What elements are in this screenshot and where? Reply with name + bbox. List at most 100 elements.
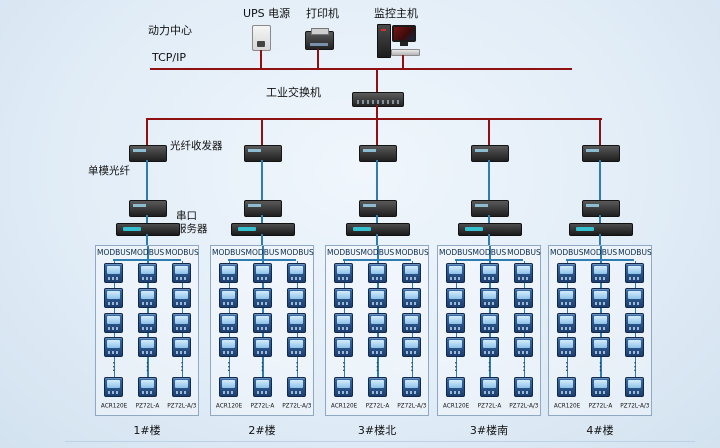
power-meter-icon bbox=[514, 262, 534, 283]
building-label: 1#楼 bbox=[133, 424, 161, 437]
power-meter-icon bbox=[104, 262, 124, 283]
power-meter-icon bbox=[625, 262, 645, 283]
power-meter-icon bbox=[172, 262, 192, 283]
ellipsis-icon: ⋮ bbox=[406, 360, 418, 374]
printer-label: 打印机 bbox=[306, 7, 339, 20]
bus-label: MODBUS bbox=[550, 248, 584, 257]
meter-column: MODBUS ⋮ PZ72L-A bbox=[246, 248, 280, 413]
power-meter-icon bbox=[557, 287, 577, 308]
meter-model-label: PZ72L-A/3 bbox=[397, 402, 427, 410]
meter-column: MODBUS ⋮ ACR120E bbox=[439, 248, 473, 413]
monitor-stand bbox=[400, 42, 408, 46]
serial-server-icon bbox=[458, 223, 522, 236]
meter-panel: MODBUS ⋮ ACR120E MODBUS ⋮ PZ72L-A MODBUS… bbox=[548, 245, 652, 416]
power-meter-icon bbox=[590, 312, 610, 333]
building-group-3: MODBUS ⋮ ACR120E MODBUS ⋮ PZ72L-A MODBUS… bbox=[325, 118, 429, 440]
bus-label: MODBUS bbox=[280, 248, 314, 257]
power-meter-icon bbox=[514, 287, 534, 308]
power-meter-icon bbox=[479, 377, 499, 398]
power-meter-icon bbox=[479, 337, 499, 358]
fiber-transceiver-icon bbox=[359, 145, 397, 162]
power-meter-icon bbox=[590, 377, 610, 398]
ellipsis-icon: ⋮ bbox=[518, 360, 530, 374]
connector-line bbox=[488, 215, 490, 223]
fiber-transceiver-icon bbox=[582, 145, 620, 162]
power-meter-icon bbox=[252, 287, 272, 308]
meter-column: MODBUS ⋮ PZ72L-A bbox=[584, 248, 618, 413]
power-meter-icon bbox=[287, 377, 307, 398]
ups-label: UPS 电源 bbox=[243, 7, 291, 20]
power-meter-icon bbox=[446, 377, 466, 398]
meter-column: MODBUS ⋮ ACR120E bbox=[212, 248, 246, 413]
power-meter-icon bbox=[590, 262, 610, 283]
meter-panel: MODBUS ⋮ ACR120E MODBUS ⋮ PZ72L-A MODBUS… bbox=[210, 245, 314, 416]
connector-line bbox=[146, 215, 148, 223]
bus-label: MODBUS bbox=[245, 248, 280, 257]
meter-model-label: PZ72L-A/3 bbox=[509, 402, 539, 410]
power-meter-icon bbox=[590, 337, 610, 358]
meter-model-label: PZ72L-A/3 bbox=[620, 402, 650, 410]
power-meter-icon bbox=[137, 337, 157, 358]
connector-line bbox=[599, 215, 601, 223]
power-meter-icon bbox=[625, 337, 645, 358]
connector-line bbox=[488, 234, 490, 245]
meter-column: MODBUS ⋮ PZ72L-A/3 bbox=[279, 248, 315, 413]
power-meter-icon bbox=[219, 262, 239, 283]
bus-label: MODBUS bbox=[165, 248, 199, 257]
power-meter-icon bbox=[402, 377, 422, 398]
single-mode-fiber-label: 单模光纤 bbox=[88, 165, 130, 177]
meter-column: MODBUS ⋮ ACR120E bbox=[327, 248, 361, 413]
meter-model-label: ACR120E bbox=[553, 402, 580, 410]
power-meter-icon bbox=[367, 262, 387, 283]
bottom-divider bbox=[65, 441, 695, 442]
building-group-1: MODBUS ⋮ ACR120E MODBUS ⋮ PZ72L-A MODBUS… bbox=[95, 118, 199, 440]
power-meter-icon bbox=[104, 337, 124, 358]
power-meter-icon bbox=[334, 262, 354, 283]
power-meter-icon bbox=[625, 377, 645, 398]
power-meter-icon bbox=[252, 262, 272, 283]
meter-model-label: PZ72L-A bbox=[365, 402, 390, 410]
meter-model-label: ACR120E bbox=[100, 402, 127, 410]
fiber-transceiver-icon bbox=[582, 200, 620, 217]
fiber-transceiver-icon bbox=[129, 145, 167, 162]
meter-model-label: PZ72L-A bbox=[477, 402, 502, 410]
branch-trunk-line bbox=[146, 118, 602, 120]
power-meter-icon bbox=[172, 377, 192, 398]
power-meter-icon bbox=[137, 287, 157, 308]
power-meter-icon bbox=[334, 312, 354, 333]
meter-column: MODBUS ⋮ ACR120E bbox=[550, 248, 584, 413]
power-meter-icon bbox=[514, 337, 534, 358]
keyboard-icon bbox=[391, 49, 420, 56]
fiber-transceiver-icon bbox=[471, 145, 509, 162]
ellipsis-icon: ⋮ bbox=[629, 360, 641, 374]
network-line bbox=[261, 118, 263, 145]
meter-panel: MODBUS ⋮ ACR120E MODBUS ⋮ PZ72L-A MODBUS… bbox=[95, 245, 199, 416]
building-label: 3#楼北 bbox=[357, 424, 397, 437]
power-meter-icon bbox=[367, 312, 387, 333]
meter-model-label: ACR120E bbox=[442, 402, 469, 410]
fiber-line bbox=[488, 160, 490, 200]
bus-label: MODBUS bbox=[618, 248, 652, 257]
bus-label: MODBUS bbox=[439, 248, 473, 257]
power-meter-icon bbox=[590, 287, 610, 308]
power-meter-icon bbox=[104, 312, 124, 333]
power-meter-icon bbox=[137, 312, 157, 333]
power-meter-icon bbox=[514, 312, 534, 333]
power-meter-icon bbox=[402, 337, 422, 358]
network-line bbox=[376, 70, 378, 92]
network-line bbox=[146, 118, 148, 145]
network-line bbox=[317, 49, 319, 68]
bus-label: MODBUS bbox=[472, 248, 507, 257]
ellipsis-icon: ⋮ bbox=[561, 360, 573, 374]
bus-label: MODBUS bbox=[327, 248, 361, 257]
power-meter-icon bbox=[557, 312, 577, 333]
power-center-label: 动力中心 bbox=[148, 24, 192, 37]
meter-model-label: ACR120E bbox=[330, 402, 357, 410]
meter-model-label: ACR120E bbox=[215, 402, 242, 410]
power-meter-icon bbox=[557, 262, 577, 283]
power-meter-icon bbox=[402, 262, 422, 283]
power-meter-icon bbox=[625, 287, 645, 308]
building-group-2: MODBUS ⋮ ACR120E MODBUS ⋮ PZ72L-A MODBUS… bbox=[210, 118, 314, 440]
fiber-transceiver-label: 光纤收发器 bbox=[170, 140, 223, 152]
